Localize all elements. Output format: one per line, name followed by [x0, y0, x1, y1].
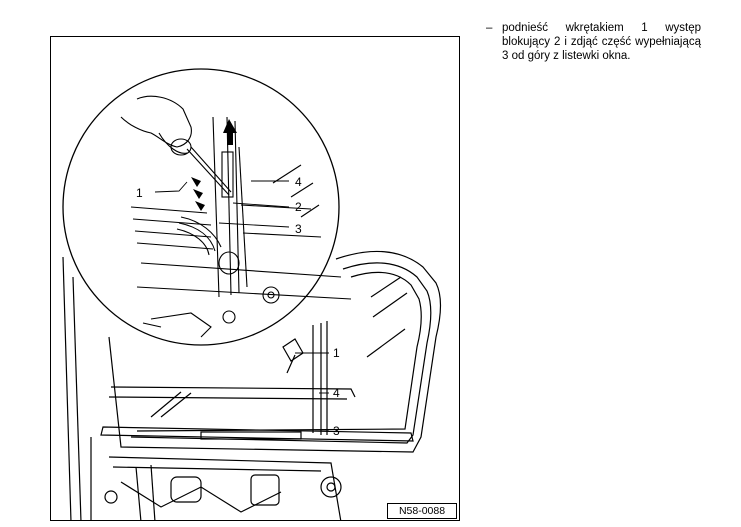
door-assembly-drawing: 1 4 2 3 1 4 3	[62, 68, 442, 520]
door-panel-drawing	[62, 250, 442, 520]
technical-illustration: 1 4 2 3 1 4 3 N58-0088	[50, 36, 460, 521]
figure-code: N58-0088	[387, 503, 457, 519]
callout-detail-3: 3	[295, 222, 302, 236]
instruction-step: – podnieść wkrętakiem 1 występ blokujący…	[486, 21, 701, 63]
direction-arrows	[191, 119, 237, 211]
instruction-text: podnieść wkrętakiem 1 występ blokujący 2…	[502, 22, 701, 62]
detail-magnifier: 1 4 2 3	[62, 68, 352, 346]
callout-main-3: 3	[333, 424, 340, 438]
callout-main-1: 1	[333, 346, 340, 360]
instruction-bullet: –	[486, 22, 493, 34]
callout-detail-4: 4	[295, 175, 302, 189]
callout-main-4: 4	[333, 386, 340, 400]
callout-detail-1: 1	[136, 186, 143, 200]
callout-detail-2: 2	[295, 200, 302, 214]
